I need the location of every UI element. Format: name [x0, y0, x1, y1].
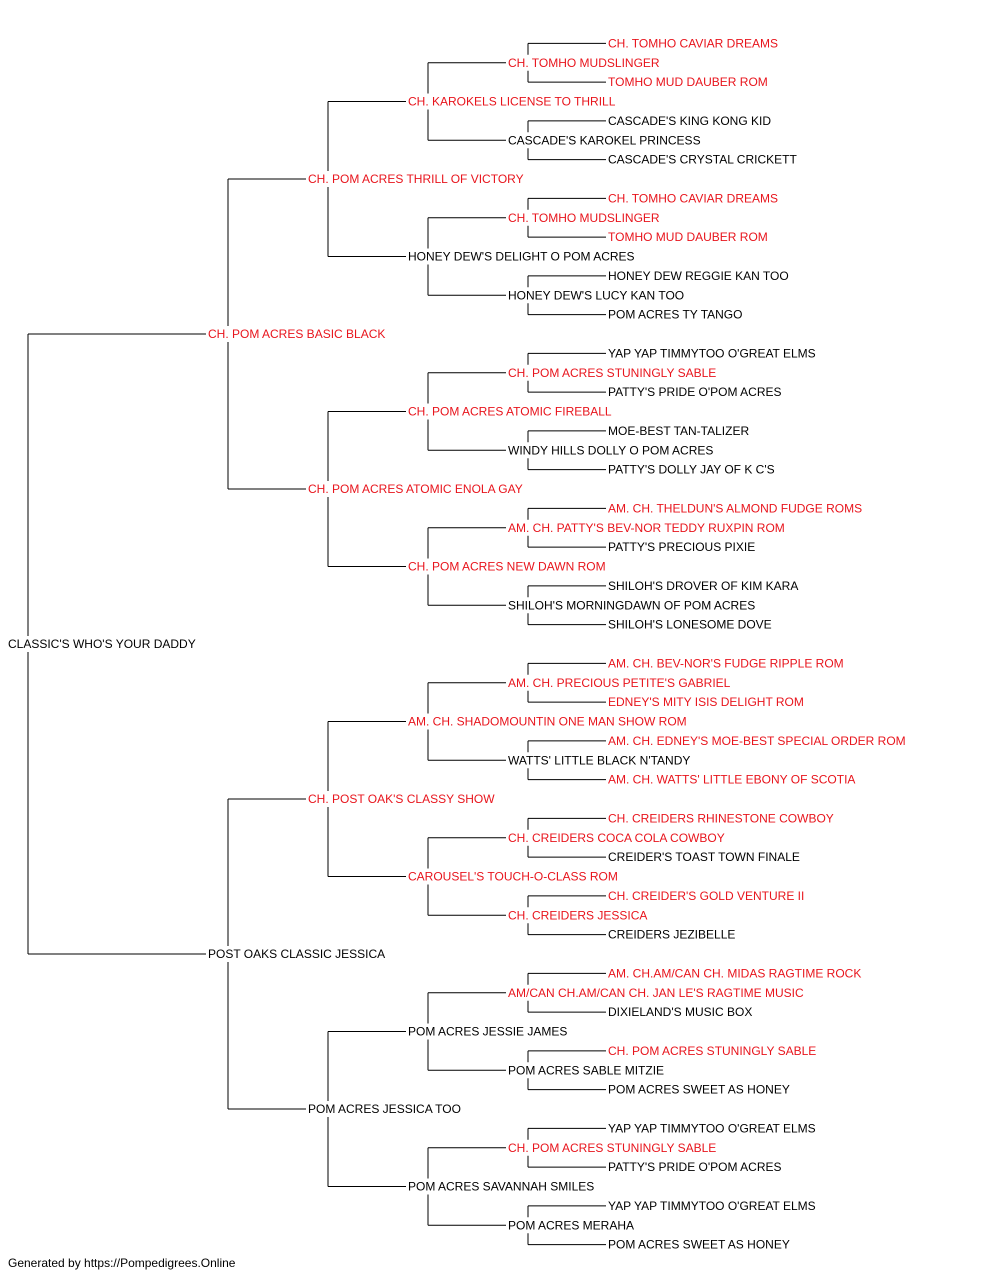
- pedigree-entry-gen5: TOMHO MUD DAUBER ROM: [608, 75, 768, 89]
- pedigree-entry-gen2: CH. POM ACRES THRILL OF VICTORY: [308, 172, 524, 186]
- pedigree-entry-gen3: AM. CH. SHADOMOUNTIN ONE MAN SHOW ROM: [408, 715, 687, 729]
- pedigree-entry-gen4: CH. CREIDERS JESSICA: [508, 908, 647, 922]
- pedigree-entry-gen4: WATTS' LITTLE BLACK N'TANDY: [508, 753, 690, 767]
- pedigree-entry-gen5: CREIDER'S TOAST TOWN FINALE: [608, 850, 800, 864]
- pedigree-entry-gen3: HONEY DEW'S DELIGHT O POM ACRES: [408, 250, 635, 264]
- pedigree-entry-gen5: CREIDERS JEZIBELLE: [608, 928, 735, 942]
- pedigree-entry-gen3: CAROUSEL'S TOUCH-O-CLASS ROM: [408, 870, 618, 884]
- pedigree-entry-gen5: CH. POM ACRES STUNINGLY SABLE: [608, 1044, 816, 1058]
- pedigree-entry-gen5: CH. TOMHO CAVIAR DREAMS: [608, 191, 778, 205]
- pedigree-entry-gen3: POM ACRES JESSIE JAMES: [408, 1025, 567, 1039]
- pedigree-entry-gen4: AM. CH. PATTY'S BEV-NOR TEDDY RUXPIN ROM: [508, 521, 785, 535]
- pedigree-entry-gen4: CH. TOMHO MUDSLINGER: [508, 56, 660, 70]
- pedigree-entry-gen1: POST OAKS CLASSIC JESSICA: [208, 947, 385, 961]
- pedigree-entry-gen5: AM. CH. WATTS' LITTLE EBONY OF SCOTIA: [608, 773, 855, 787]
- pedigree-entry-gen5: DIXIELAND'S MUSIC BOX: [608, 1005, 752, 1019]
- pedigree-entry-gen5: CASCADE'S CRYSTAL CRICKETT: [608, 153, 797, 167]
- pedigree-entry-gen3: CH. POM ACRES NEW DAWN ROM: [408, 560, 606, 574]
- pedigree-entry-gen2: CH. POST OAK'S CLASSY SHOW: [308, 792, 495, 806]
- pedigree-entry-gen3: CH. KAROKELS LICENSE TO THRILL: [408, 95, 616, 109]
- pedigree-entry-gen5: PATTY'S DOLLY JAY OF K C'S: [608, 463, 775, 477]
- pedigree-entry-gen5: CH. CREIDER'S GOLD VENTURE II: [608, 889, 804, 903]
- pedigree-entry-gen5: AM. CH. THELDUN'S ALMOND FUDGE ROMS: [608, 501, 862, 515]
- footer-credit: Generated by https://Pompedigrees.Online: [8, 1256, 236, 1270]
- pedigree-entry-gen5: YAP YAP TIMMYTOO O'GREAT ELMS: [608, 1121, 816, 1135]
- pedigree-entry-gen5: PATTY'S PRECIOUS PIXIE: [608, 540, 755, 554]
- pedigree-entry-gen5: AM. CH.AM/CAN CH. MIDAS RAGTIME ROCK: [608, 966, 861, 980]
- pedigree-entry-gen4: POM ACRES SABLE MITZIE: [508, 1063, 664, 1077]
- pedigree-entry-gen2: CH. POM ACRES ATOMIC ENOLA GAY: [308, 482, 523, 496]
- pedigree-entry-gen4: HONEY DEW'S LUCY KAN TOO: [508, 288, 684, 302]
- pedigree-entry-gen0: CLASSIC'S WHO'S YOUR DADDY: [8, 637, 196, 651]
- pedigree-entry-gen5: POM ACRES TY TANGO: [608, 308, 742, 322]
- pedigree-entry-gen5: SHILOH'S LONESOME DOVE: [608, 618, 772, 632]
- pedigree-entry-gen5: TOMHO MUD DAUBER ROM: [608, 230, 768, 244]
- pedigree-entry-gen5: AM. CH. BEV-NOR'S FUDGE RIPPLE ROM: [608, 656, 844, 670]
- pedigree-entry-gen5: MOE-BEST TAN-TALIZER: [608, 424, 749, 438]
- pedigree-entry-gen4: AM/CAN CH.AM/CAN CH. JAN LE'S RAGTIME MU…: [508, 986, 804, 1000]
- pedigree-entry-gen4: CASCADE'S KAROKEL PRINCESS: [508, 133, 701, 147]
- pedigree-entry-gen4: CH. TOMHO MUDSLINGER: [508, 211, 660, 225]
- pedigree-entry-gen5: CH. TOMHO CAVIAR DREAMS: [608, 36, 778, 50]
- pedigree-entry-gen3: CH. POM ACRES ATOMIC FIREBALL: [408, 405, 612, 419]
- pedigree-entry-gen4: POM ACRES MERAHA: [508, 1218, 634, 1232]
- pedigree-entry-gen5: AM. CH. EDNEY'S MOE-BEST SPECIAL ORDER R…: [608, 734, 906, 748]
- pedigree-entry-gen5: EDNEY'S MITY ISIS DELIGHT ROM: [608, 695, 804, 709]
- pedigree-entry-gen4: WINDY HILLS DOLLY O POM ACRES: [508, 443, 713, 457]
- pedigree-entry-gen5: HONEY DEW REGGIE KAN TOO: [608, 269, 789, 283]
- pedigree-entry-gen4: CH. POM ACRES STUNINGLY SABLE: [508, 1141, 716, 1155]
- pedigree-entry-gen4: SHILOH'S MORNINGDAWN OF POM ACRES: [508, 598, 755, 612]
- pedigree-entry-gen5: PATTY'S PRIDE O'POM ACRES: [608, 385, 782, 399]
- pedigree-entry-gen5: YAP YAP TIMMYTOO O'GREAT ELMS: [608, 1199, 816, 1213]
- pedigree-entry-gen1: CH. POM ACRES BASIC BLACK: [208, 327, 385, 341]
- pedigree-entry-gen2: POM ACRES JESSICA TOO: [308, 1102, 461, 1116]
- pedigree-entry-gen4: CH. POM ACRES STUNINGLY SABLE: [508, 366, 716, 380]
- pedigree-entry-gen5: CASCADE'S KING KONG KID: [608, 114, 771, 128]
- pedigree-entry-gen5: SHILOH'S DROVER OF KIM KARA: [608, 579, 798, 593]
- pedigree-entry-gen3: POM ACRES SAVANNAH SMILES: [408, 1180, 594, 1194]
- pedigree-entry-gen5: PATTY'S PRIDE O'POM ACRES: [608, 1160, 782, 1174]
- pedigree-entry-gen5: CH. CREIDERS RHINESTONE COWBOY: [608, 811, 834, 825]
- pedigree-entry-gen5: YAP YAP TIMMYTOO O'GREAT ELMS: [608, 346, 816, 360]
- pedigree-entry-gen5: POM ACRES SWEET AS HONEY: [608, 1238, 790, 1252]
- pedigree-entry-gen4: CH. CREIDERS COCA COLA COWBOY: [508, 831, 725, 845]
- pedigree-entry-gen4: AM. CH. PRECIOUS PETITE'S GABRIEL: [508, 676, 731, 690]
- pedigree-entry-gen5: POM ACRES SWEET AS HONEY: [608, 1083, 790, 1097]
